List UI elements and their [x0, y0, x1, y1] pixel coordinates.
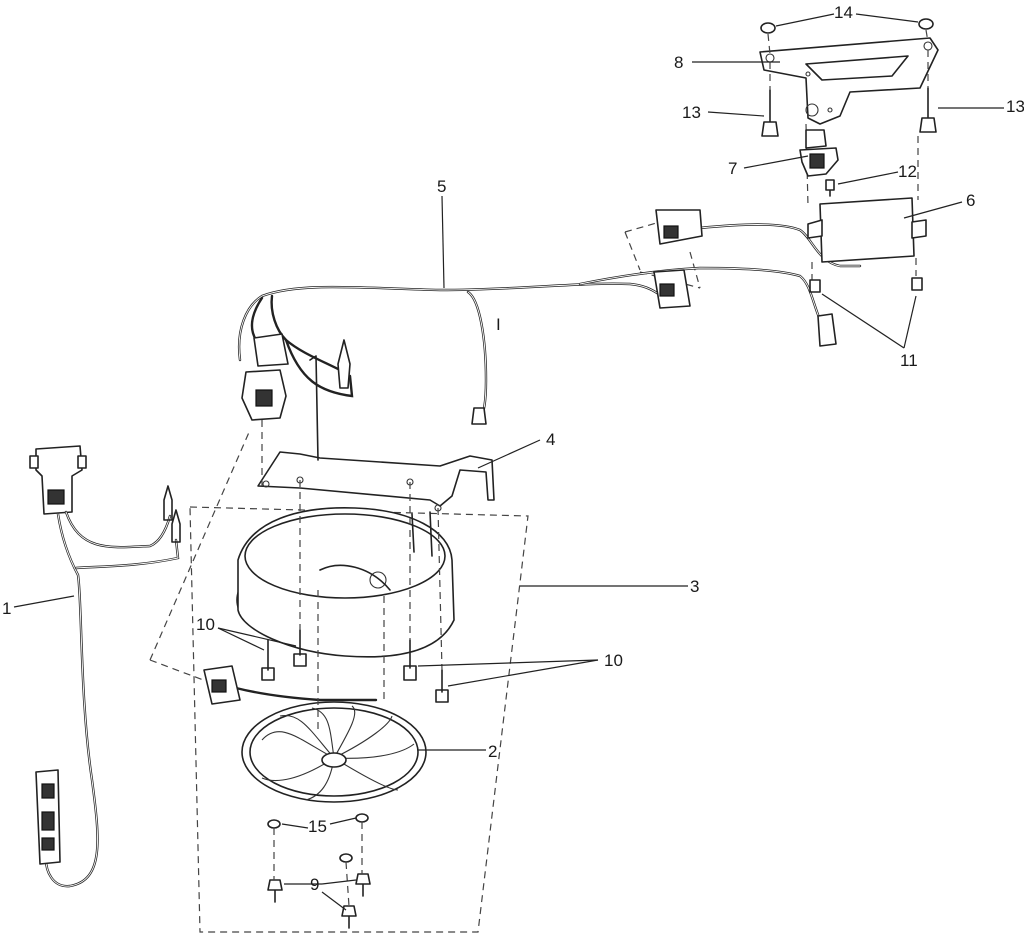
callout-4: 4 [546, 430, 555, 449]
callout-9: 9 [310, 875, 319, 894]
callout-14: 14 [834, 3, 853, 22]
part-14-washers [760, 18, 934, 55]
callout-8: 8 [674, 53, 683, 72]
part-4-mounting-bracket [257, 355, 495, 512]
part-12-screw [825, 179, 835, 197]
callout-7: 7 [728, 159, 737, 178]
callout-13-left: 13 [682, 103, 701, 122]
group-boundary-fan-assembly [149, 221, 701, 933]
part-11-screws [809, 277, 923, 293]
callout-1: 1 [2, 599, 11, 618]
assembly-guides [261, 420, 443, 730]
part-6-control-module [807, 197, 927, 263]
wire-tag-label: I [496, 315, 501, 334]
callout-labels: 1 2 3 4 5 6 7 8 9 10 10 11 12 13 13 14 1… [2, 3, 1024, 894]
callout-12: 12 [898, 162, 917, 181]
callout-10-left: 10 [196, 615, 215, 634]
callout-3: 3 [690, 577, 699, 596]
part-2-fan-motor [203, 665, 427, 803]
callout-6: 6 [966, 191, 975, 210]
callout-10-right: 10 [604, 651, 623, 670]
callout-2: 2 [488, 742, 497, 761]
part-3-fan-shroud [236, 507, 455, 658]
callout-13-right: 13 [1006, 97, 1024, 116]
part-13-bracket-bolts [761, 50, 937, 280]
part-9-fan-bolts [267, 822, 371, 929]
part-5-main-wire-harness [237, 209, 862, 425]
callout-5: 5 [437, 177, 446, 196]
part-1-wire-harness [29, 445, 181, 888]
callout-11: 11 [900, 351, 918, 370]
part-7-sensor [799, 129, 839, 177]
leader-lines [13, 13, 1004, 911]
part-10-shroud-bolts [261, 629, 449, 703]
callout-15: 15 [308, 817, 327, 836]
part-8-upper-bracket [759, 37, 939, 125]
